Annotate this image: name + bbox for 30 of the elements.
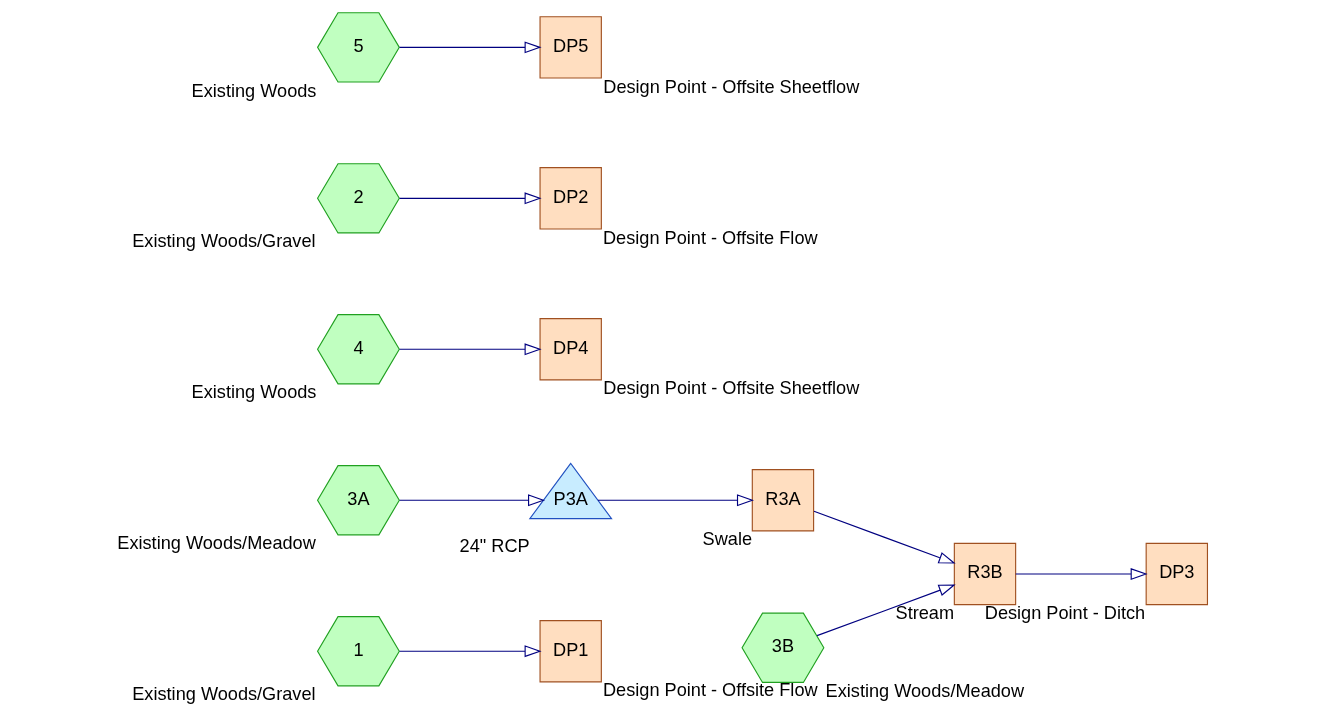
node-box: DP5 bbox=[539, 16, 602, 79]
node-box: DP2 bbox=[539, 167, 602, 230]
arrow bbox=[399, 645, 542, 658]
node-label: Existing Woods bbox=[191, 80, 317, 101]
node-label: Existing Woods/Meadow bbox=[825, 680, 1025, 701]
arrow bbox=[399, 343, 542, 356]
arrow bbox=[399, 41, 542, 54]
node-label: Design Point - Offsite Flow bbox=[603, 227, 818, 248]
node-label: Design Point - Offsite Sheetflow bbox=[603, 378, 860, 399]
node-label: Stream bbox=[895, 603, 955, 624]
node-label: Existing Woods bbox=[191, 382, 317, 403]
arrow bbox=[399, 192, 542, 205]
node-label: 24" RCP bbox=[459, 535, 530, 556]
arrow bbox=[597, 494, 754, 507]
arrow bbox=[1015, 568, 1148, 580]
node-box: R3B bbox=[953, 542, 1017, 606]
arrow bbox=[399, 494, 546, 507]
node-label: Existing Woods/Meadow bbox=[117, 533, 316, 554]
node-box: DP3 bbox=[1145, 542, 1209, 606]
node-label: Design Point - Offsite Sheetflow bbox=[603, 76, 860, 97]
node-label: Existing Woods/Gravel bbox=[132, 231, 316, 252]
node-label: Design Point - Offsite Flow bbox=[603, 680, 818, 701]
node-box: DP1 bbox=[539, 620, 602, 683]
node-box: DP4 bbox=[539, 318, 602, 381]
node-label: Existing Woods/Gravel bbox=[132, 684, 316, 705]
node-label: Swale bbox=[702, 529, 753, 550]
node-label: Design Point - Ditch bbox=[984, 603, 1146, 624]
arrow bbox=[813, 510, 956, 564]
arrow bbox=[816, 584, 956, 637]
node-box: R3A bbox=[751, 469, 815, 532]
